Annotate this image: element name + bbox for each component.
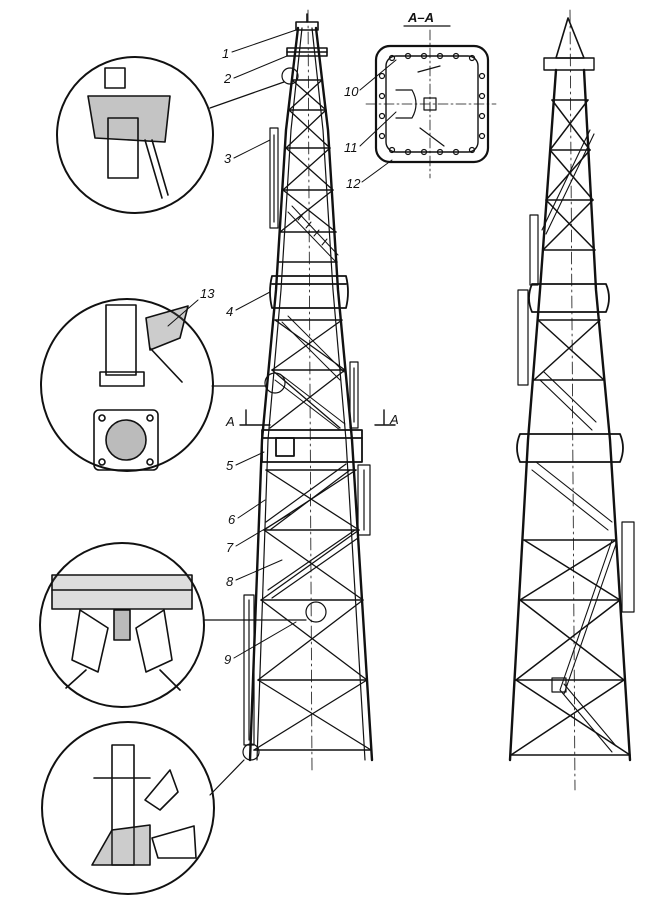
section-title: A–A bbox=[407, 10, 434, 25]
crown-block bbox=[286, 13, 328, 57]
callout-2: 2 bbox=[223, 71, 232, 86]
callout-1: 1 bbox=[222, 46, 229, 61]
side-ladders bbox=[243, 127, 371, 746]
platform-4 bbox=[269, 275, 349, 309]
detail-circle-girt-node bbox=[39, 542, 307, 708]
section-cut-markers bbox=[239, 409, 396, 426]
section-cut-label-right: A bbox=[389, 412, 399, 427]
callout-10: 10 bbox=[344, 84, 359, 99]
callout-6: 6 bbox=[228, 512, 236, 527]
front-view-tower: A A bbox=[225, 9, 399, 771]
detail-circle-leg-joint: 13 bbox=[40, 286, 267, 472]
lower-stair-flight bbox=[265, 463, 359, 599]
horizontal-girts bbox=[253, 79, 372, 751]
callout-labels: 1 2 3 4 5 6 7 8 9 10 11 12 bbox=[222, 29, 397, 667]
platform-5 bbox=[261, 429, 363, 463]
callout-8: 8 bbox=[226, 574, 234, 589]
callout-11: 11 bbox=[344, 140, 358, 155]
callout-3: 3 bbox=[224, 151, 232, 166]
callout-9: 9 bbox=[224, 652, 231, 667]
callout-12: 12 bbox=[346, 176, 361, 191]
callout-13: 13 bbox=[200, 286, 215, 301]
section-a-a: A–A bbox=[365, 10, 497, 179]
side-view-tower bbox=[508, 9, 635, 791]
middle-stair-flight bbox=[274, 315, 346, 431]
detail-circle-crown bbox=[56, 56, 285, 214]
callout-4: 4 bbox=[226, 304, 233, 319]
upper-stair-flight bbox=[287, 205, 339, 263]
callout-5: 5 bbox=[226, 458, 234, 473]
section-cut-label-left: A bbox=[225, 414, 235, 429]
callout-7: 7 bbox=[226, 540, 234, 555]
detail-circle-leg-base bbox=[41, 721, 245, 895]
